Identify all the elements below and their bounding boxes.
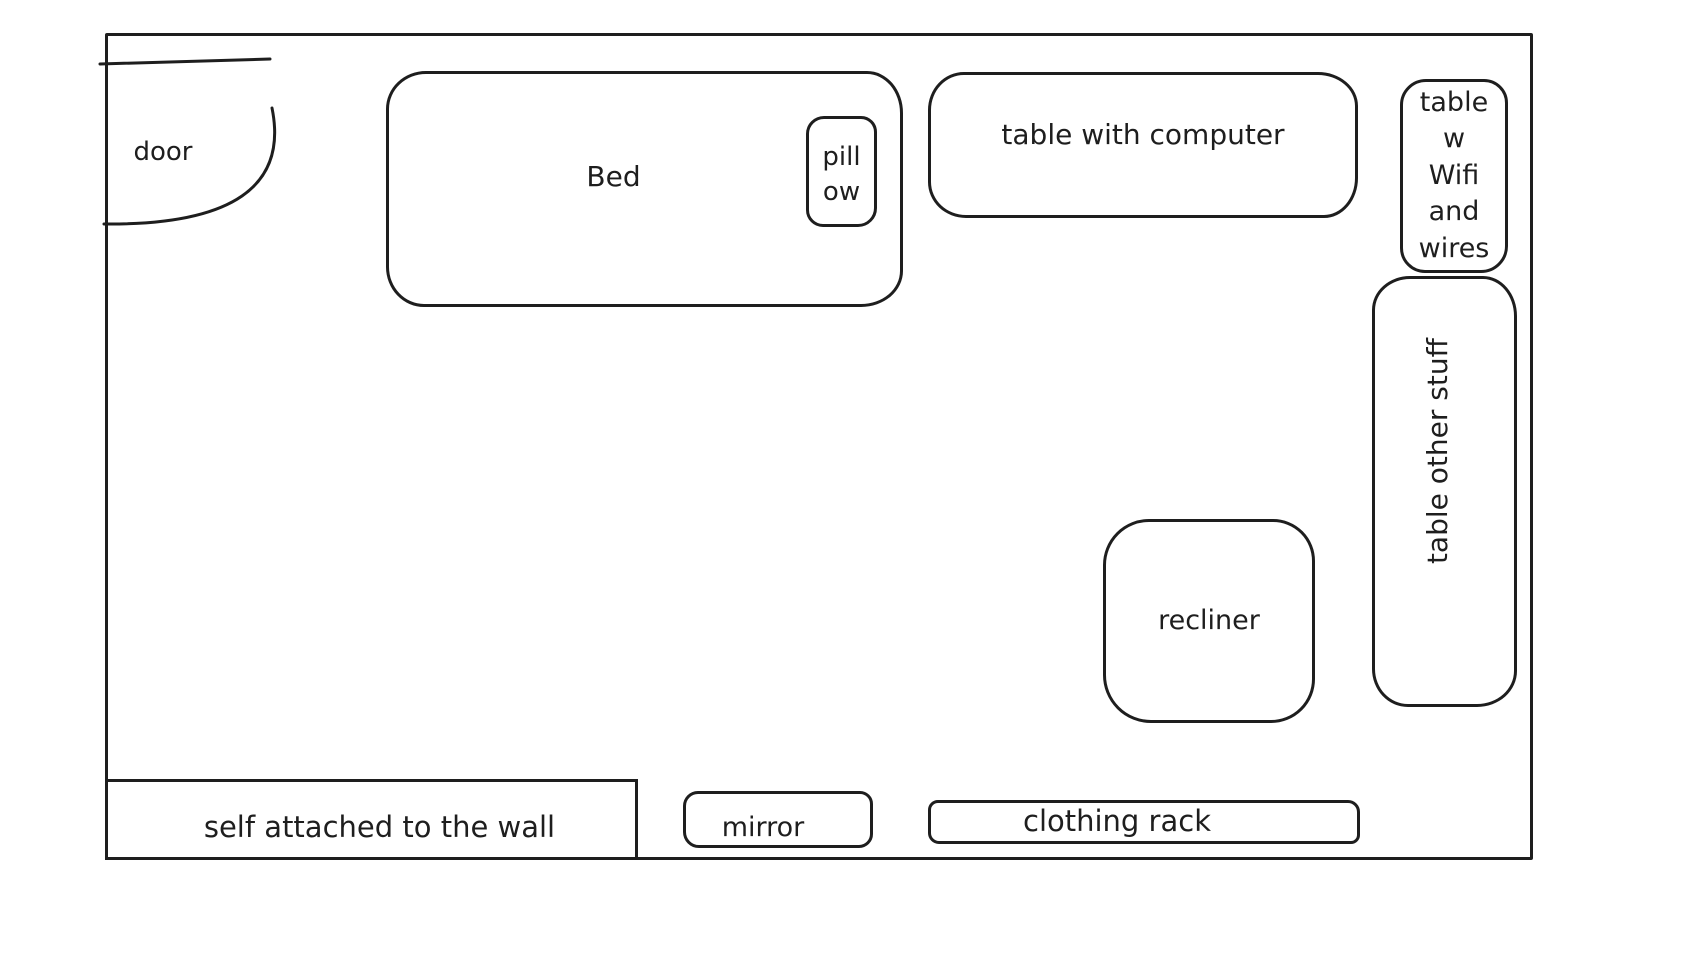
bed-label: Bed [586, 159, 641, 193]
table-wifi-wires-shape: table w Wifi and wires [1400, 79, 1508, 273]
table-with-computer-shape: table with computer [928, 72, 1358, 218]
recliner-label: recliner [1158, 605, 1260, 637]
table-wifi-label-line2: w [1442, 123, 1466, 155]
door-label: door [133, 137, 193, 167]
table-wifi-label-line5: wires [1418, 232, 1490, 264]
table-with-computer-label: table with computer [1001, 117, 1285, 151]
room-outline [105, 33, 1533, 860]
table-wifi-label-line4: and [1428, 196, 1480, 228]
pillow-label-line1: pill [822, 141, 861, 172]
wall-shelf-shape: self attached to the wall [105, 779, 638, 860]
table-wifi-label-line3: Wifi [1428, 159, 1480, 191]
recliner-shape: recliner [1103, 519, 1315, 723]
table-other-stuff-shape: table other stuff [1372, 276, 1517, 707]
clothing-rack-label: clothing rack [1023, 804, 1211, 839]
wall-shelf-label: self attached to the wall [203, 809, 556, 844]
pillow-shape: pill ow [806, 116, 877, 227]
mirror-shape: mirror [683, 791, 873, 848]
table-other-stuff-label: table other stuff [1420, 338, 1454, 565]
table-wifi-label-line1: table [1419, 86, 1489, 118]
clothing-rack-shape: clothing rack [928, 800, 1360, 844]
mirror-label: mirror [721, 811, 805, 843]
pillow-label-line2: ow [822, 176, 861, 207]
